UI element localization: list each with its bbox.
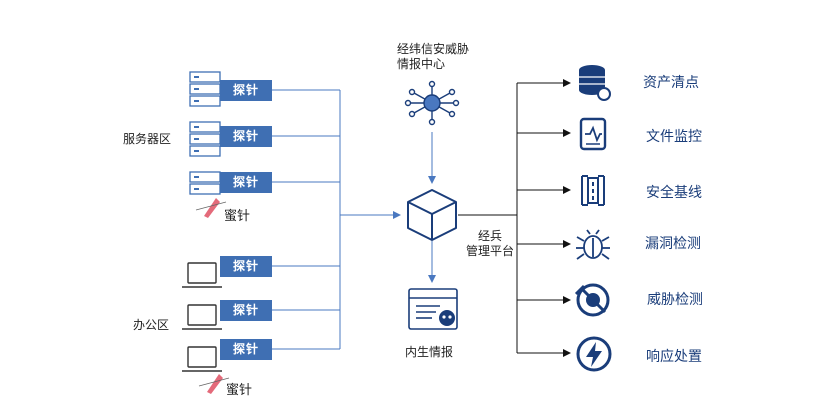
platform-label: 经兵 管理平台 bbox=[466, 229, 514, 259]
office-zone-label: 办公区 bbox=[133, 318, 170, 332]
probe-server-3: 探针 bbox=[220, 172, 272, 193]
lightning-response-icon bbox=[576, 336, 612, 372]
probe-server-1: 探针 bbox=[220, 80, 272, 101]
honeypot-label-server: 蜜针 bbox=[224, 209, 251, 224]
platform-line2: 管理平台 bbox=[466, 244, 515, 258]
probe-office-2: 探针 bbox=[220, 300, 272, 321]
platform-line1: 经兵 bbox=[478, 229, 503, 243]
intel-center-line2: 情报中心 bbox=[397, 57, 446, 71]
function-label-file: 文件监控 bbox=[646, 129, 702, 145]
file-monitor-icon bbox=[579, 117, 607, 151]
database-gear-icon bbox=[579, 65, 611, 101]
function-label-threat: 威胁检测 bbox=[647, 292, 703, 308]
probe-links bbox=[272, 89, 436, 350]
probe-office-1: 探针 bbox=[220, 256, 272, 277]
bug-icon bbox=[576, 229, 610, 260]
probe-server-2: 探针 bbox=[220, 126, 272, 147]
function-label-baseline: 安全基线 bbox=[646, 185, 702, 201]
function-links bbox=[458, 79, 571, 357]
intel-center-line1: 经纬信安威胁 bbox=[397, 42, 470, 56]
intel-center-label: 经纬信安威胁 情报中心 bbox=[397, 42, 469, 72]
server-zone-label: 服务器区 bbox=[123, 132, 172, 146]
baseline-icon bbox=[581, 175, 605, 206]
internal-intel-label: 内生情报 bbox=[405, 345, 454, 359]
laptop-icon bbox=[182, 262, 222, 372]
probe-office-3: 探针 bbox=[220, 339, 272, 360]
threat-target-icon bbox=[574, 283, 610, 317]
honeypot-icon bbox=[195, 198, 230, 394]
honeypot-label-office: 蜜针 bbox=[226, 383, 253, 398]
function-label-response: 响应处置 bbox=[646, 349, 702, 365]
function-label-vuln: 漏洞检测 bbox=[645, 236, 701, 252]
function-label-asset: 资产清点 bbox=[643, 75, 699, 91]
